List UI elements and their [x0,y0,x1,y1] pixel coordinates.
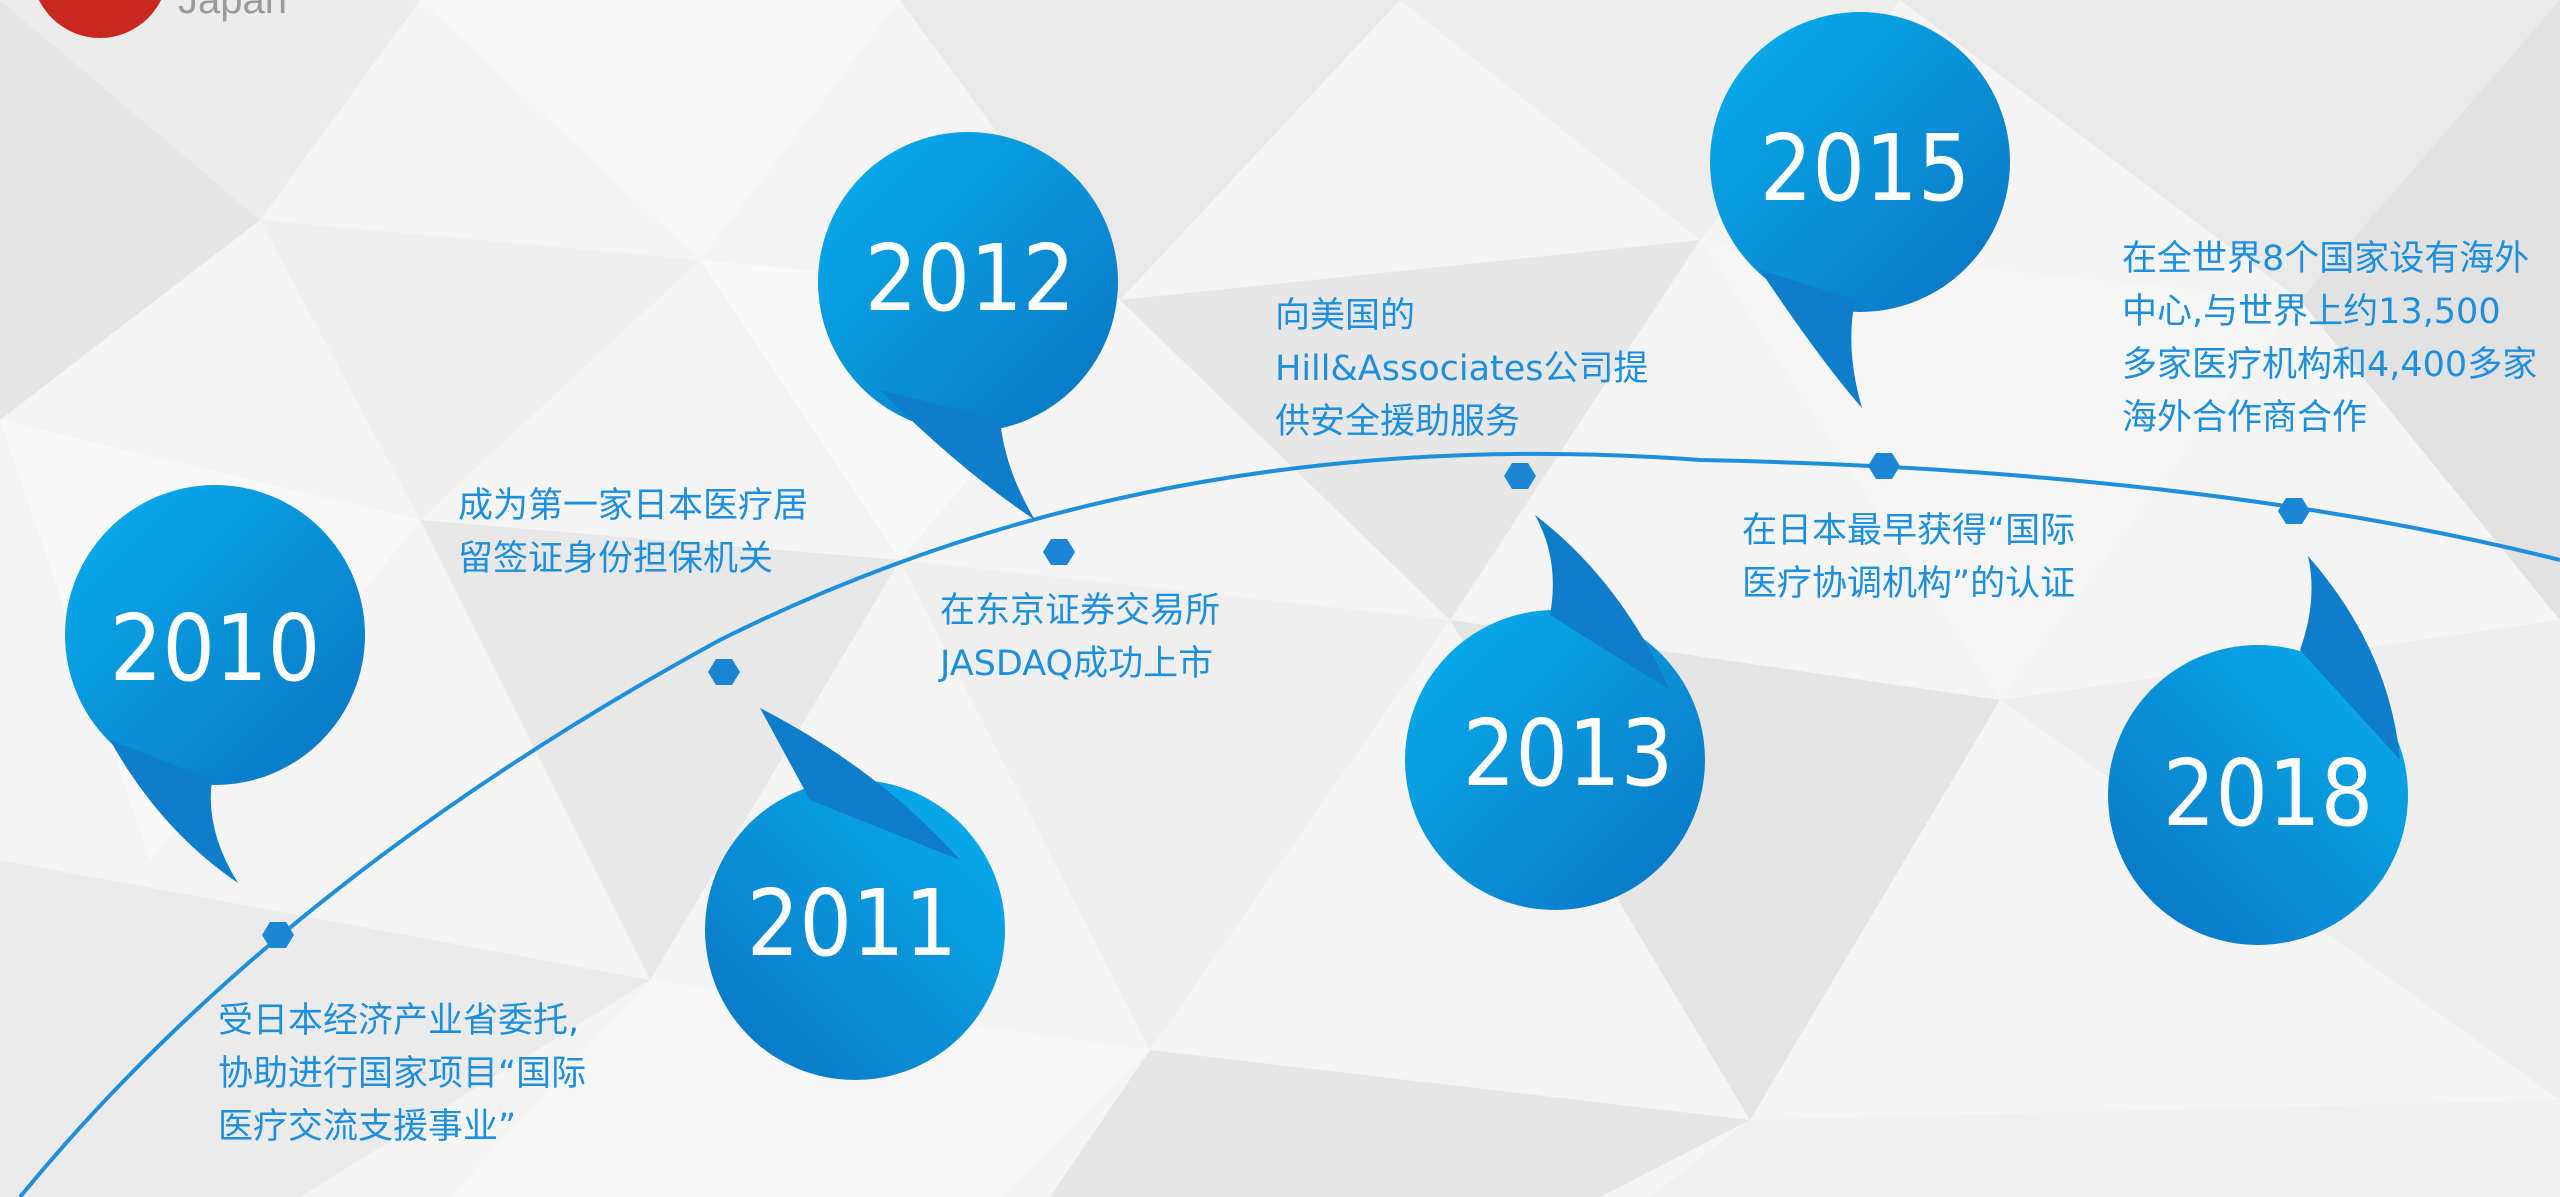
year-2012: 2012 [865,225,1076,332]
year-2015: 2015 [1760,115,1971,222]
desc-2010-line-3: 医疗交流支援事业” [218,1107,517,1147]
desc-2011-line-1: 成为第一家日本医疗居 [458,486,809,526]
desc-2018-line-1: 在全世界8个国家设有海外 [2122,239,2530,279]
year-2010: 2010 [110,595,321,702]
desc-2012-line-1: 在东京证券交易所 [940,591,1221,631]
brand-text: Japan [178,0,287,22]
marker-2015 [1868,453,1900,479]
bubble-2018: 2018 [2108,556,2408,945]
desc-2013-line-2: Hill&Associates公司提 [1275,349,1649,389]
desc-2018-line-4: 海外合作商合作 [2122,398,2368,438]
desc-2010-line-2: 协助进行国家项目“国际 [218,1054,587,1094]
desc-2012: 在东京证券交易所 JASDAQ成功上市 [940,585,1220,691]
desc-2015-line-1: 在日本最早获得“国际 [1742,511,2076,551]
bubble-2010: 2010 [65,485,365,883]
bubble-2012: 2012 [818,132,1118,520]
year-2013: 2013 [1463,700,1674,807]
desc-2018: 在全世界8个国家设有海外 中心,与世界上约13,500 多家医疗机构和4,400… [2122,233,2537,445]
desc-2018-line-3: 多家医疗机构和4,400多家 [2122,345,2538,385]
desc-2013-line-1: 向美国的 [1275,296,1416,336]
brand-logo [38,0,162,38]
desc-2018-line-2: 中心,与世界上约13,500 [2122,292,2501,332]
marker-2011 [708,659,740,685]
marker-2013 [1504,463,1536,489]
desc-2011-line-2: 留签证身份担保机关 [458,539,774,579]
marker-2010 [262,922,294,948]
desc-2013-line-3: 供安全援助服务 [1275,402,1521,442]
desc-2013: 向美国的 Hill&Associates公司提 供安全援助服务 [1275,290,1649,449]
timeline-markers [262,453,2310,948]
desc-2012-line-2: JASDAQ成功上市 [940,644,1214,684]
desc-2010-line-1: 受日本经济产业省委托, [218,1001,580,1041]
marker-2018 [2278,498,2310,524]
desc-2010: 受日本经济产业省委托, 协助进行国家项目“国际 医疗交流支援事业” [218,995,586,1154]
year-2018: 2018 [2163,740,2374,847]
bubble-2013: 2013 [1405,515,1705,910]
desc-2015: 在日本最早获得“国际 医疗协调机构”的认证 [1742,505,2075,611]
bubble-2015: 2015 [1710,12,2010,408]
desc-2011: 成为第一家日本医疗居 留签证身份担保机关 [458,480,808,586]
timeline-curve [18,451,2560,1197]
marker-2012 [1043,539,1075,565]
year-2011: 2011 [747,870,958,977]
desc-2015-line-2: 医疗协调机构”的认证 [1742,564,2076,604]
bubble-2011: 2011 [705,708,1005,1080]
